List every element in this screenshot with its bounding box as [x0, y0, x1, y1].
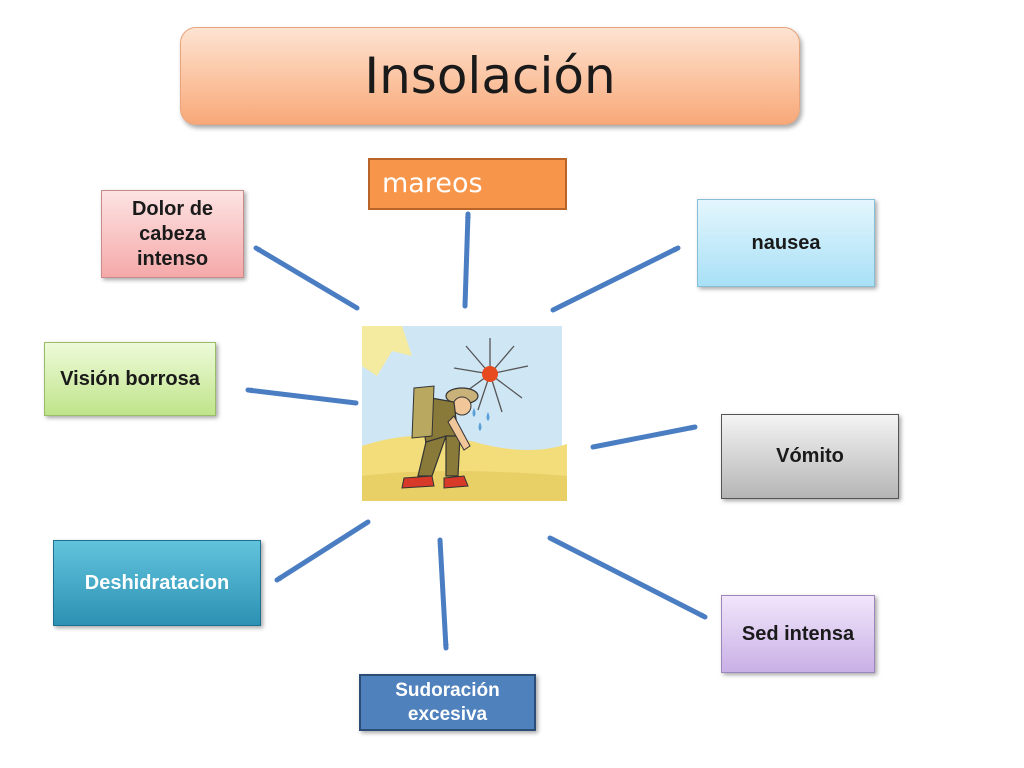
node-vomito: Vómito	[721, 414, 899, 499]
arrow-to-sudoracion	[437, 537, 446, 651]
hiker-icon	[362, 326, 567, 501]
arrow-to-vision	[245, 387, 359, 406]
node-nausea: nausea	[697, 199, 875, 287]
arrow-to-deshidratacion	[274, 519, 371, 583]
arrow-to-dolor	[253, 245, 360, 311]
node-sed-intensa: Sed intensa	[721, 595, 875, 673]
node-mareos: mareos	[368, 158, 567, 210]
arrow-to-vomito	[590, 424, 698, 450]
hiker-under-sun-illustration	[362, 326, 592, 506]
node-deshidratacion: Deshidratacion	[53, 540, 261, 626]
arrow-to-mareos	[462, 211, 468, 309]
arrow-to-sed	[547, 535, 708, 620]
diagram-title: Insolación	[364, 47, 616, 105]
title-box: Insolación	[180, 27, 800, 125]
node-dolor-de-cabeza: Dolor de cabeza intenso	[101, 190, 244, 278]
node-vision-borrosa: Visión borrosa	[44, 342, 216, 416]
node-sudoracion-excesiva: Sudoración excesiva	[359, 674, 536, 731]
arrow-to-nausea	[550, 245, 681, 313]
